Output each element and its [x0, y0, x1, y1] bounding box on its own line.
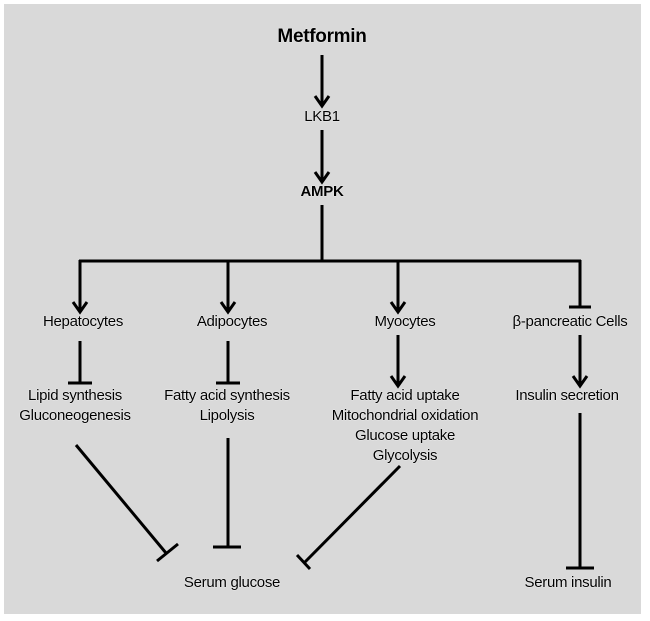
tbar-serum-glucose-left: [156, 542, 179, 563]
node-insulin-secretion: Insulin secretion: [515, 387, 619, 404]
arrowhead-ampk: [313, 171, 331, 185]
arrowhead-insulin-secretion: [571, 375, 589, 389]
node-serum-glucose: Serum glucose: [183, 574, 281, 591]
effect-gluconeogenesis: Gluconeogenesis: [19, 407, 131, 424]
arrowhead-lkb1: [313, 95, 331, 109]
effect-fatty-acid-uptake: Fatty acid uptake: [350, 387, 460, 404]
node-adipocytes: Adipocytes: [196, 313, 268, 330]
tbar-serum-glucose-right: [295, 553, 312, 571]
effect-fatty-acid-synthesis: Fatty acid synthesis: [164, 387, 290, 404]
node-serum-insulin: Serum insulin: [524, 574, 612, 591]
arrowhead-hepatocytes: [71, 301, 89, 315]
edge-hepatocyte-effects-serum-glucose: [74, 444, 168, 554]
edge-myocyte-effects-serum-glucose: [303, 464, 402, 564]
node-myocytes: Myocytes: [374, 313, 436, 330]
effect-lipid-synthesis: Lipid synthesis: [28, 387, 122, 404]
node-myocyte-effects: Fatty acid uptake Mitochondrial oxidatio…: [332, 386, 479, 466]
node-ampk: AMPK: [300, 183, 344, 200]
node-adipocyte-effects: Fatty acid synthesis Lipolysis: [164, 386, 290, 426]
node-lkb1: LKB1: [304, 108, 340, 125]
node-metformin: Metformin: [277, 26, 367, 47]
effect-glycolysis: Glycolysis: [372, 447, 438, 464]
arrowhead-myocyte-effects: [389, 375, 407, 389]
node-hepatocytes: Hepatocytes: [42, 313, 124, 330]
node-beta-pancreatic-cells: β-pancreatic Cells: [512, 313, 628, 330]
effect-lipolysis: Lipolysis: [199, 407, 255, 424]
node-hepatocyte-effects: Lipid synthesis Gluconeogenesis: [19, 386, 131, 426]
arrowhead-adipocytes: [219, 301, 237, 315]
effect-glucose-uptake: Glucose uptake: [354, 427, 456, 444]
effect-mitochondrial-oxidation: Mitochondrial oxidation: [331, 407, 479, 424]
arrowhead-myocytes: [389, 301, 407, 315]
